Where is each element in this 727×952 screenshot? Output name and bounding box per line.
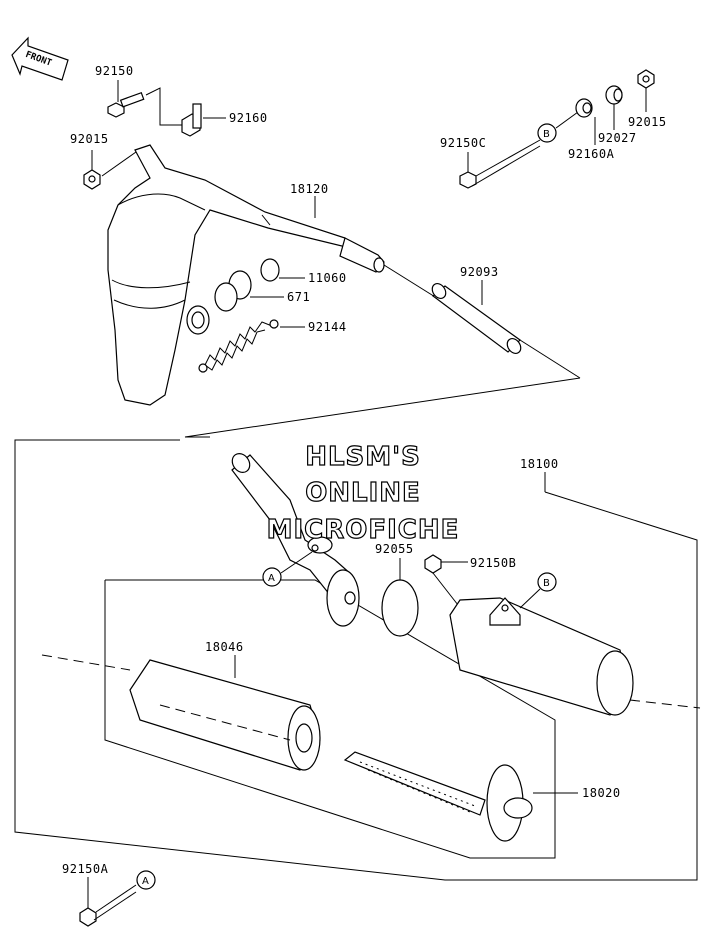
- callout-b-upper-label: B: [543, 129, 550, 140]
- label-92055: 92055: [375, 542, 414, 556]
- bracket-92160-icon: [181, 103, 202, 137]
- bolt-92150C-icon: [459, 139, 541, 189]
- label-92150B: 92150B: [470, 556, 516, 570]
- watermark: HLSM'S ONLINE MICROFICHE: [266, 441, 460, 545]
- outer-pipe-18046-icon: [129, 659, 321, 771]
- callout-a-middle-label: A: [268, 573, 275, 584]
- label-92027: 92027: [598, 131, 637, 145]
- label-92160A: 92160A: [568, 147, 615, 161]
- label-92015-left: 92015: [70, 132, 109, 146]
- label-92160: 92160: [229, 111, 268, 125]
- front-arrow-icon: FRONT: [11, 36, 69, 81]
- watermark-line1: HLSM'S: [305, 442, 421, 472]
- callout-b-lower-label: B: [543, 578, 550, 589]
- label-671: 671: [287, 290, 310, 304]
- nut-92015-left-icon: [83, 169, 101, 190]
- callout-a-lower: [136, 870, 156, 890]
- callout-b-upper: [537, 123, 557, 143]
- nut-92015-right-icon: [637, 69, 655, 89]
- label-92093: 92093: [460, 265, 499, 279]
- gasket-92055-icon: [381, 579, 419, 637]
- callout-b-lower: [537, 572, 557, 592]
- bolt-92150-icon: [107, 91, 145, 118]
- collar-92027-icon: [605, 85, 623, 105]
- watermark-line2: ONLINE: [305, 478, 421, 508]
- header-pipe-icon: [231, 453, 360, 627]
- label-18046: 18046: [205, 640, 244, 654]
- callout-a-lower-label: A: [142, 876, 149, 887]
- silencer-core-18020-icon: [343, 751, 533, 842]
- gasket-11060-icon: [260, 258, 280, 282]
- label-92144: 92144: [308, 320, 347, 334]
- label-92150: 92150: [95, 64, 134, 78]
- label-18020: 18020: [582, 786, 621, 800]
- label-92015-right: 92015: [628, 115, 667, 129]
- expansion-chamber-18120-icon: [107, 144, 385, 406]
- callout-a-middle: [262, 567, 282, 587]
- label-92150C: 92150C: [440, 136, 486, 150]
- label-18100: 18100: [520, 457, 559, 471]
- label-92150A: 92150A: [62, 862, 109, 876]
- tube-92093-icon: [431, 282, 522, 355]
- label-11060: 11060: [308, 271, 347, 285]
- label-18120: 18120: [290, 182, 329, 196]
- oring-671-inner-icon: [214, 282, 238, 312]
- spring-92144-icon: [198, 319, 279, 373]
- silencer-18100-icon: [449, 597, 634, 716]
- bolt-92150B-icon: [424, 554, 459, 606]
- grommet-92160A-icon: [575, 98, 593, 118]
- watermark-line3: MICROFICHE: [267, 515, 460, 545]
